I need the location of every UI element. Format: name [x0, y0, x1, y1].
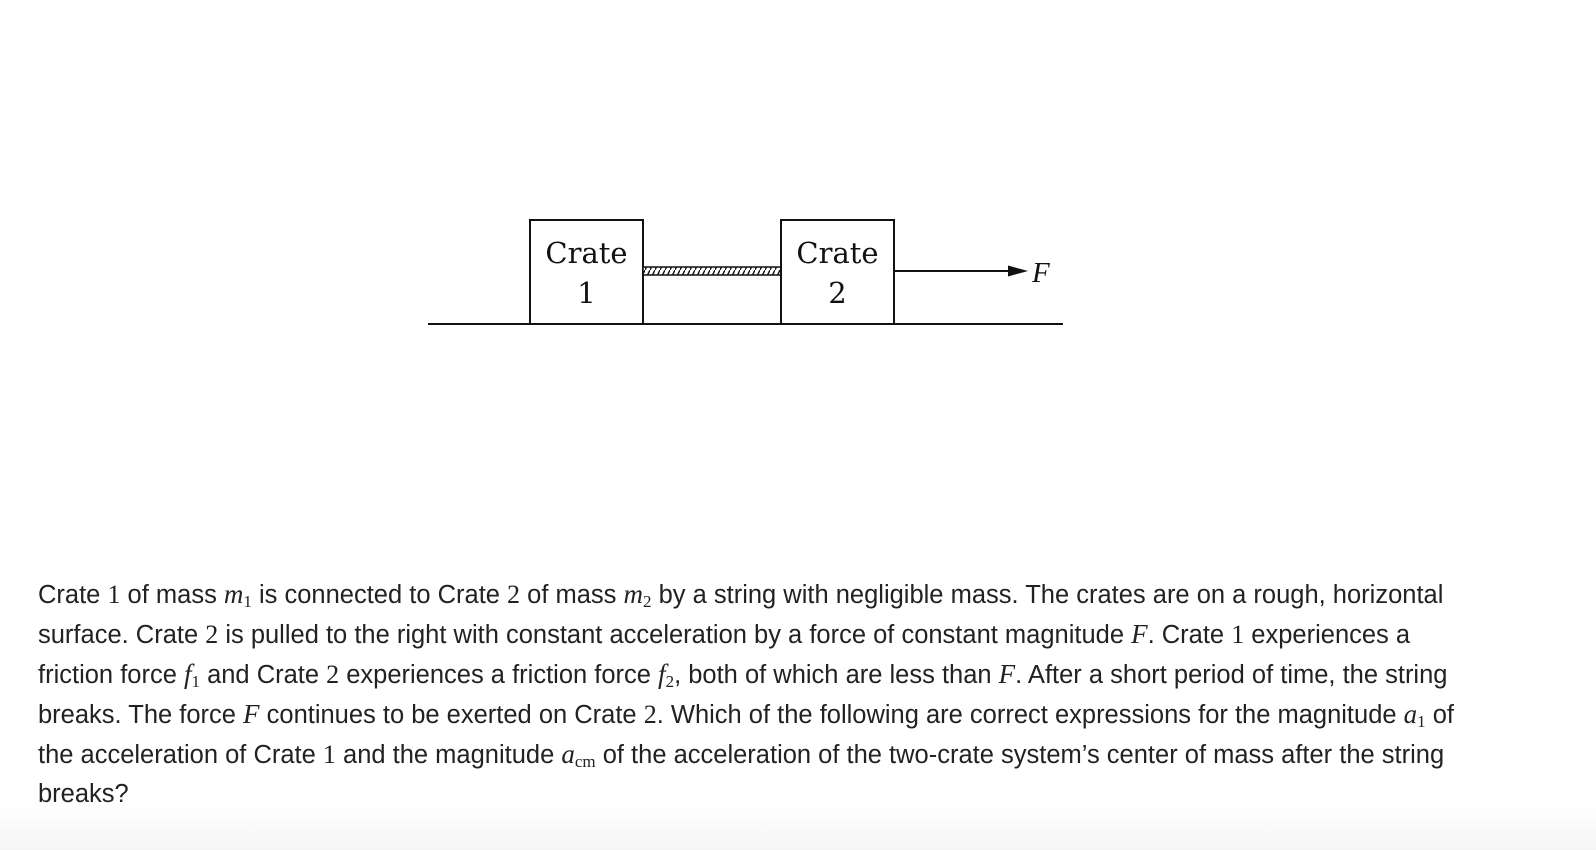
crate-2-word: Crate: [796, 236, 878, 270]
question-text: Crate 1 of mass m1 is connected to Crate…: [38, 579, 1455, 808]
mass-m1: m1: [223, 579, 252, 611]
force-arrow: [894, 265, 1028, 277]
acceleration-a1: a1: [1403, 699, 1426, 731]
crate-2: Crate 2: [780, 219, 895, 325]
crate-1-word: Crate: [545, 236, 627, 270]
friction-f2: f2: [658, 659, 675, 691]
crate-1-number: 1: [577, 276, 595, 310]
bottom-shade: [0, 802, 1596, 850]
force-label: F: [1031, 257, 1050, 289]
string: [642, 266, 782, 276]
acceleration-acm: acm: [561, 739, 596, 771]
friction-f1: f1: [183, 659, 200, 691]
crates-diagram: Crate 1 Crate 2 F: [428, 219, 1063, 325]
mass-m2: m2: [623, 579, 652, 611]
crate-1: Crate 1: [529, 219, 644, 325]
crate-2-number: 2: [828, 276, 846, 310]
